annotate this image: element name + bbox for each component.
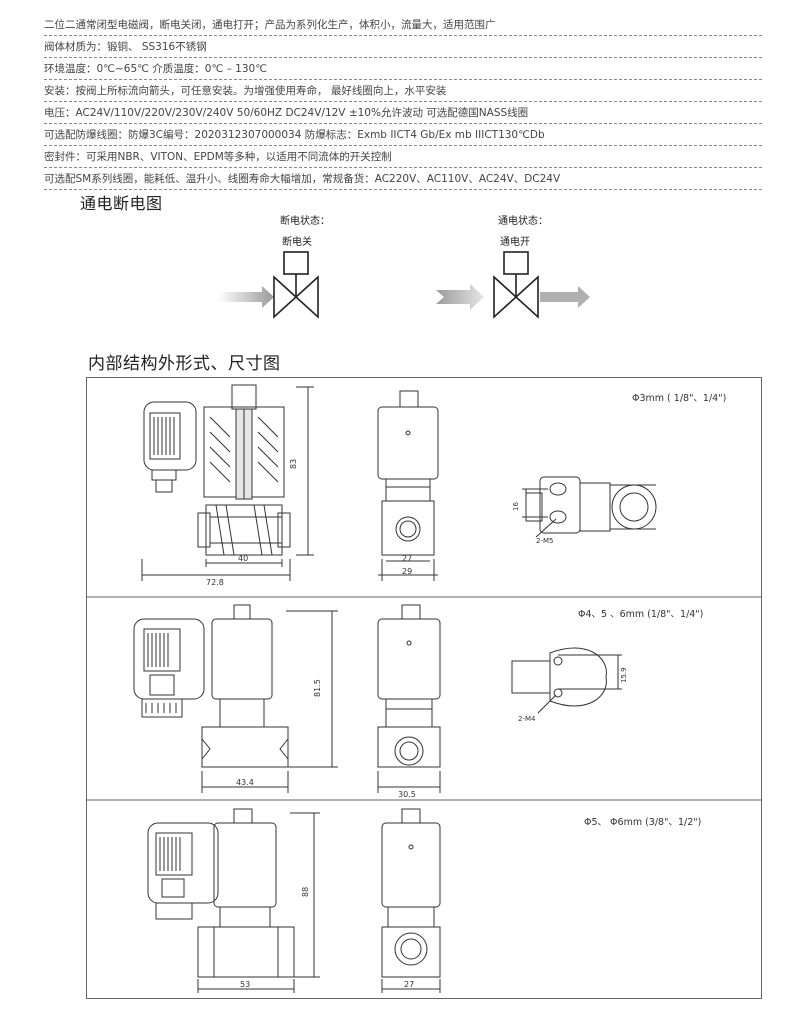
row1-height-dim: 83	[289, 459, 298, 469]
structure-frame	[86, 377, 762, 999]
row2-side-a-dim: 30.5	[398, 790, 416, 799]
on-state-value: 通电开	[500, 237, 530, 248]
on-state-flow-arrow-out	[540, 286, 590, 308]
on-valve-symbol	[493, 251, 539, 319]
on-state-label: 通电状态：	[498, 216, 548, 227]
row2-bottom-view	[511, 647, 622, 714]
row3-side-view	[381, 808, 441, 993]
row2-width-a-dim: 43.4	[236, 778, 254, 787]
row2-front-view	[133, 604, 338, 793]
row1-screw-label: 2-M5	[536, 537, 553, 545]
spec-line: 可选配SM系列线圈，能耗低、温升小、线圈寿命大幅增加，常规备货：AC220V、A…	[44, 169, 762, 190]
row1-side-view	[377, 390, 439, 581]
row1-side-b-dim: 29	[402, 567, 412, 576]
spec-line: 密封件：可采用NBR、VITON、EPDM等多种，以适用不同流体的开关控制	[44, 147, 762, 168]
structure-title: 内部结构外形式、尺寸图	[88, 354, 281, 374]
row2-side-view	[377, 604, 441, 793]
row2-size-label: Φ4、5 、6mm (1/8"、1/4")	[578, 609, 703, 620]
row2-port-height-dim: 15.9	[620, 667, 628, 683]
row2-screw-label: 2-M4	[518, 715, 536, 723]
spec-line: 电压：AC24V/110V/220V/230V/240V 50/60HZ DC2…	[44, 103, 762, 124]
power-diagram	[218, 251, 590, 319]
spec-line: 可选配防爆线圈：防爆3C编号：2020312307000034 防爆标志：Exm…	[44, 125, 762, 146]
off-state-value: 断电关	[282, 237, 312, 248]
row1-bottom-view	[522, 476, 657, 538]
spec-line: 二位二通常闭型电磁阀，断电关闭，通电打开；产品为系列化生产，体积小，流量大，适用…	[44, 15, 762, 36]
row2-height-dim: 81.5	[313, 679, 322, 697]
row3-height-dim: 88	[301, 887, 310, 897]
row1-size-label: Φ3mm ( 1/8"、1/4")	[632, 393, 726, 404]
off-state-flow-arrow	[218, 286, 274, 308]
spec-line: 阀体材质为：锻铜、 SS316不锈钢	[44, 37, 762, 58]
row3-side-a-dim: 27	[404, 980, 414, 989]
dimension-drawings: 83 40 72.8 27 29 16 2-M5 Φ3mm ( 1/8"、1/4…	[86, 384, 762, 993]
off-state-label: 断电状态：	[280, 216, 330, 227]
spec-line: 环境温度：0℃~65℃ 介质温度：0℃ – 130℃	[44, 59, 762, 80]
off-valve-symbol	[273, 251, 319, 319]
row1-width-a-dim: 40	[238, 554, 248, 563]
row3-front-view	[147, 808, 320, 993]
row1-port-height-dim: 16	[512, 502, 520, 511]
power-diagram-title: 通电断电图	[80, 194, 163, 213]
row3-width-a-dim: 53	[240, 980, 250, 989]
row1-width-b-dim: 72.8	[206, 578, 224, 587]
on-state-flow-arrow-in	[436, 284, 484, 310]
row3-size-label: Φ5、 Φ6mm (3/8"、1/2")	[584, 817, 701, 828]
spec-line: 安装：按阀上所标流向箭头，可任意安装。为增强使用寿命， 最好线圈向上，水平安装	[44, 81, 762, 102]
row1-front-view	[141, 384, 314, 581]
row1-side-a-dim: 27	[402, 554, 412, 563]
